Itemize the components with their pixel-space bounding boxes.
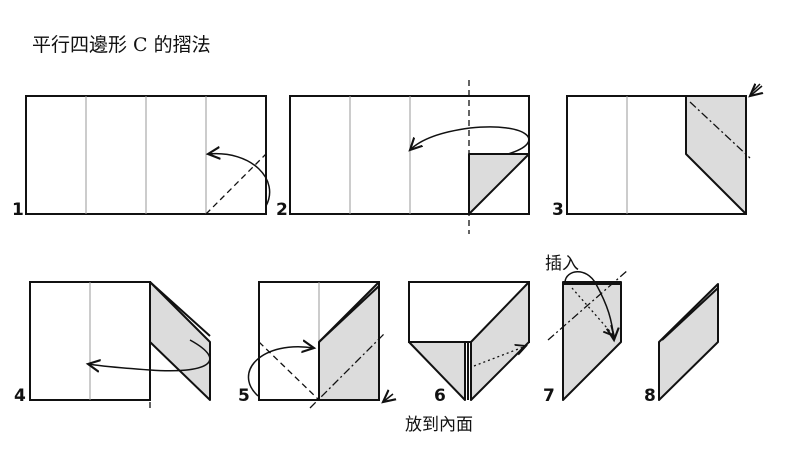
step-number-5: 5 xyxy=(238,386,250,406)
step-number-4: 4 xyxy=(14,386,26,406)
step-number-1: 1 xyxy=(12,200,24,220)
step-4-figure xyxy=(29,281,211,408)
step-number-7: 7 xyxy=(543,386,555,406)
tuck-inside-label: 放到內面 xyxy=(405,415,473,435)
step-5-figure xyxy=(247,281,393,409)
insert-label: 插入 xyxy=(545,254,579,274)
step-6-figure xyxy=(408,281,530,401)
step-2-figure xyxy=(289,80,530,234)
diagram-title: 平行四邊形 C 的摺法 xyxy=(32,34,211,56)
step-number-8: 8 xyxy=(644,386,656,406)
step-number-2: 2 xyxy=(276,200,288,220)
step-1-figure xyxy=(25,95,271,215)
step-3-figure xyxy=(566,84,762,215)
step-number-6: 6 xyxy=(434,386,446,406)
step-8-figure xyxy=(658,283,719,401)
step-number-3: 3 xyxy=(552,200,564,220)
step-7-figure xyxy=(547,269,629,401)
